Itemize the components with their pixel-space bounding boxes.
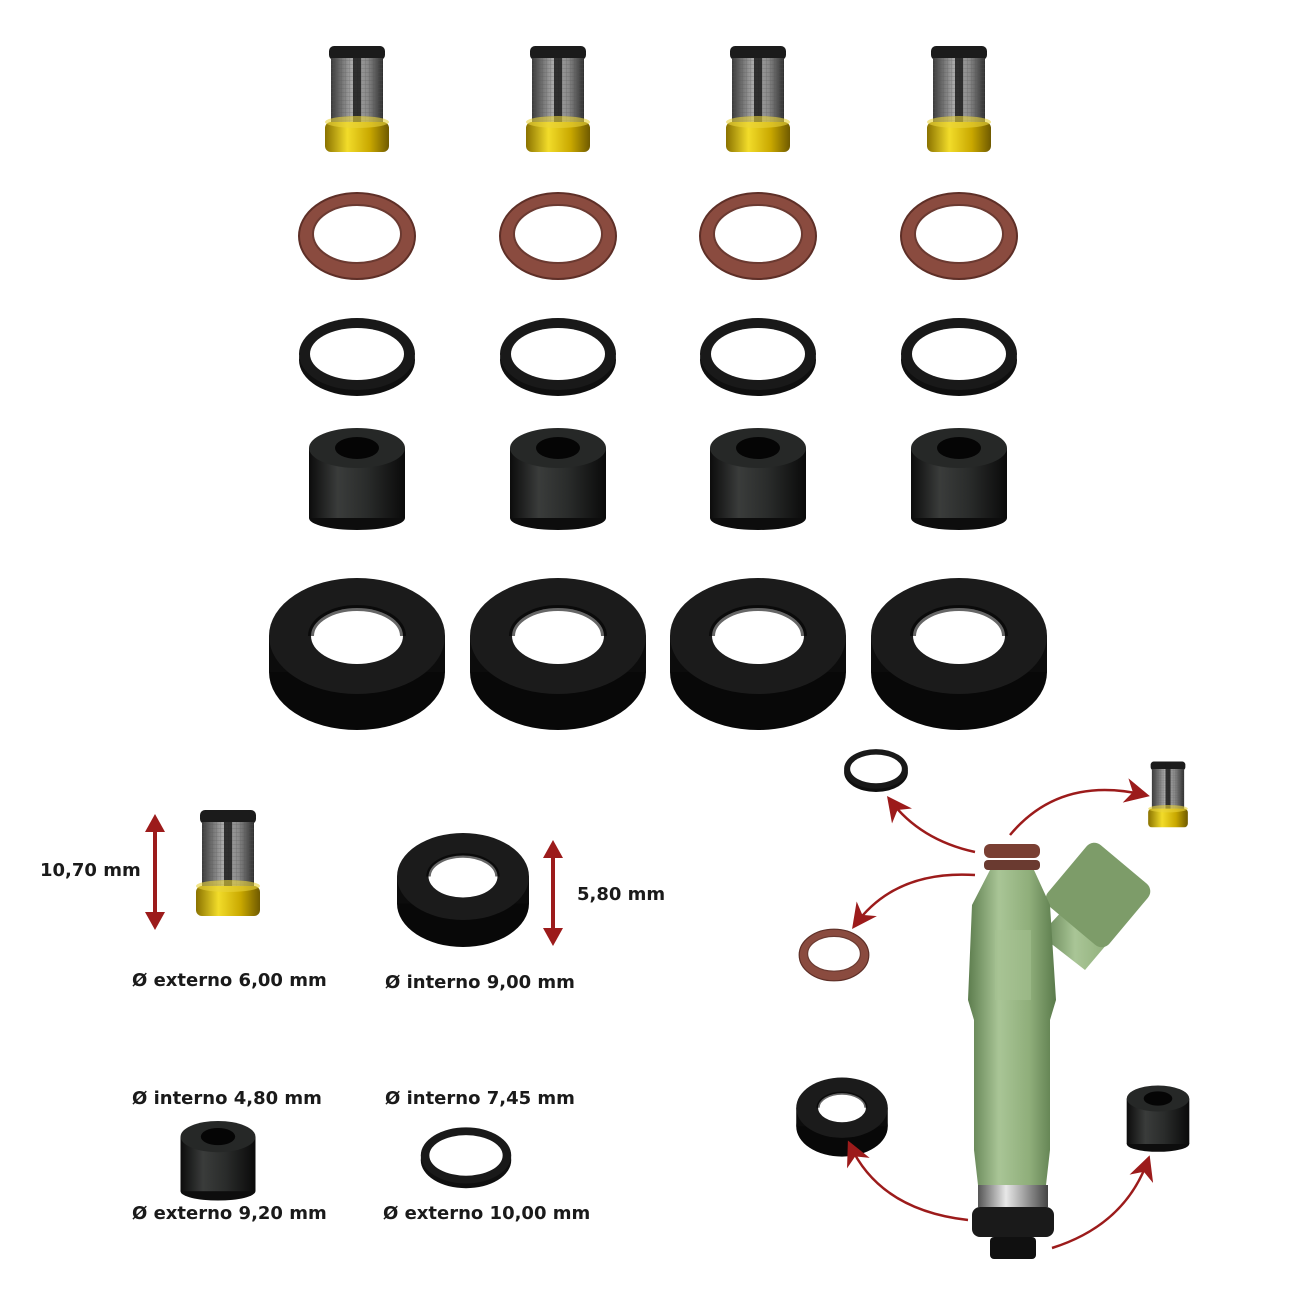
ring-inner-label: Ø interno 7,45 mm [385, 1088, 575, 1109]
spec-thin-ring [420, 1127, 512, 1189]
diameter-symbol: Ø [385, 1088, 401, 1109]
small-seal-inner-value: interno 4,80 mm [153, 1088, 322, 1109]
thin-black-ring [299, 318, 415, 396]
filter-outer-label: Ø externo 6,00 mm [132, 970, 327, 991]
small-cylinder-seal [911, 428, 1007, 530]
diameter-symbol: Ø [132, 970, 148, 991]
small-seal-outer-value: externo 9,20 mm [153, 1203, 327, 1224]
filter-row [325, 46, 991, 152]
spec-figures [145, 810, 563, 1201]
brown-oring-row [298, 192, 1018, 280]
cylinder-row [309, 428, 1007, 530]
up-down-arrow-icon [543, 840, 563, 946]
filter-basket [726, 46, 790, 152]
filter-outer-value: externo 6,00 mm [153, 970, 327, 991]
curved-arrow-icon [847, 778, 1154, 1250]
ring-outer-value: externo 10,00 mm [404, 1203, 591, 1224]
small-cylinder-seal [309, 428, 405, 530]
diameter-symbol: Ø [383, 1203, 399, 1224]
large-cushion-ring [670, 578, 846, 730]
diameter-symbol: Ø [385, 972, 401, 993]
thin-ring-row [299, 318, 1017, 396]
filter-basket [927, 46, 991, 152]
injector-cushion [794, 1076, 890, 1159]
brown-oring [298, 192, 416, 280]
small-cylinder-seal [510, 428, 606, 530]
up-down-arrow-icon [145, 814, 165, 930]
brown-oring [499, 192, 617, 280]
diameter-symbol: Ø [132, 1203, 148, 1224]
fuel-injector [968, 842, 1151, 1259]
small-cylinder-seal [710, 428, 806, 530]
injector-diagram [794, 749, 1190, 1259]
small-seal-outer-label: Ø externo 9,20 mm [132, 1203, 327, 1224]
injector-small-seal [1126, 1085, 1190, 1152]
diameter-symbol: Ø [132, 1088, 148, 1109]
product-grid [269, 46, 1047, 730]
filter-basket [526, 46, 590, 152]
spec-small-seal [180, 1121, 256, 1201]
large-cushion-ring [871, 578, 1047, 730]
thin-black-ring [500, 318, 616, 396]
filter-height-label: 10,70 mm [40, 860, 141, 881]
small-seal-inner-label: Ø interno 4,80 mm [132, 1088, 322, 1109]
brown-oring [900, 192, 1018, 280]
brown-oring [699, 192, 817, 280]
cushion-inner-label: Ø interno 9,00 mm [385, 972, 575, 993]
spec-cushion [397, 833, 529, 947]
injector-thin-ring [844, 749, 908, 792]
ring-inner-value: interno 7,45 mm [406, 1088, 575, 1109]
ring-outer-label: Ø externo 10,00 mm [383, 1203, 590, 1224]
thin-black-ring [901, 318, 1017, 396]
cushion-height-label: 5,80 mm [577, 884, 666, 905]
large-cushion-ring [269, 578, 445, 730]
large-cushion-ring [470, 578, 646, 730]
spec-filter [196, 810, 260, 916]
cushion-inner-value: interno 9,00 mm [406, 972, 575, 993]
injector-brown-oring [798, 928, 870, 982]
thin-black-ring [700, 318, 816, 396]
cushion-row [269, 578, 1047, 730]
filter-basket [325, 46, 389, 152]
injector-filter [1148, 761, 1188, 828]
